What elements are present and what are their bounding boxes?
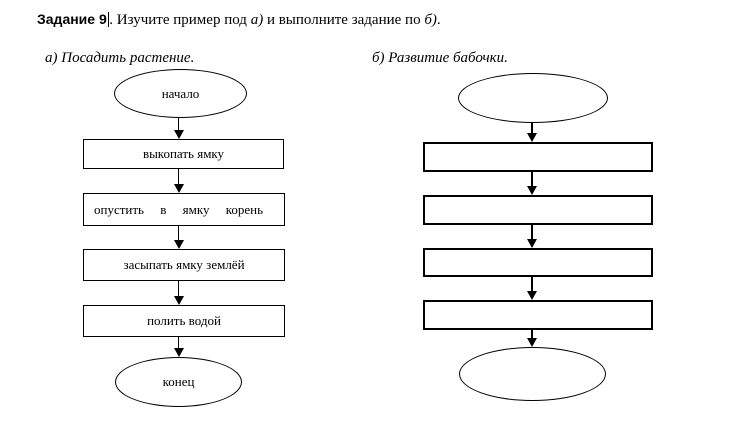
example-step-label-4: полить водой [147, 313, 221, 328]
example-section-heading: а) Посадить растение. [45, 50, 195, 66]
page-title: Задание 9. Изучите пример под а) и выпол… [37, 9, 441, 30]
task-step-box-1[interactable] [423, 142, 653, 172]
flow-arrow-down-icon [173, 337, 184, 357]
task-step-box-2[interactable] [423, 195, 653, 225]
example-end-label: конец [162, 374, 195, 389]
flow-arrow-down-icon [526, 225, 537, 248]
example-step-box-1: выкопать ямку [83, 139, 284, 169]
task-section-heading: б) Развитие бабочки. [372, 50, 508, 66]
task-step-box-3[interactable] [423, 248, 653, 277]
flow-arrow-down-icon [526, 277, 537, 300]
flow-arrow-down-icon [173, 169, 184, 193]
flow-arrow-down-icon [526, 172, 537, 195]
text-cursor [107, 12, 110, 27]
example-step-box-2: опустить в ямку корень [83, 193, 285, 226]
example-step-box-4: полить водой [83, 305, 285, 337]
flow-arrow-down-icon [173, 118, 184, 139]
example-step-label-2: опустить в ямку корень [94, 201, 264, 217]
example-start-oval: начало [114, 69, 247, 118]
example-step-box-3: засыпать ямку землёй [83, 249, 285, 281]
task-start-oval[interactable] [458, 73, 608, 123]
example-step-label-3: засыпать ямку землёй [123, 257, 245, 272]
example-start-label: начало [161, 85, 200, 101]
title-text-middle: и выполните задание по [263, 12, 425, 28]
flow-arrow-down-icon [173, 226, 184, 249]
flow-arrow-down-icon [526, 330, 537, 347]
flow-arrow-down-icon [526, 123, 537, 142]
example-end-oval: конец [115, 357, 242, 407]
task-step-box-4[interactable] [423, 300, 653, 330]
title-period: . [436, 12, 441, 28]
task-end-oval[interactable] [459, 347, 606, 401]
title-text: . Изучите пример под [109, 12, 251, 28]
example-step-label-1: выкопать ямку [142, 146, 225, 161]
title-ref-b: б) [424, 12, 437, 28]
title-ref-a: а) [250, 12, 264, 28]
task-number-label: Задание 9 [37, 11, 107, 27]
flow-arrow-down-icon [173, 281, 184, 305]
